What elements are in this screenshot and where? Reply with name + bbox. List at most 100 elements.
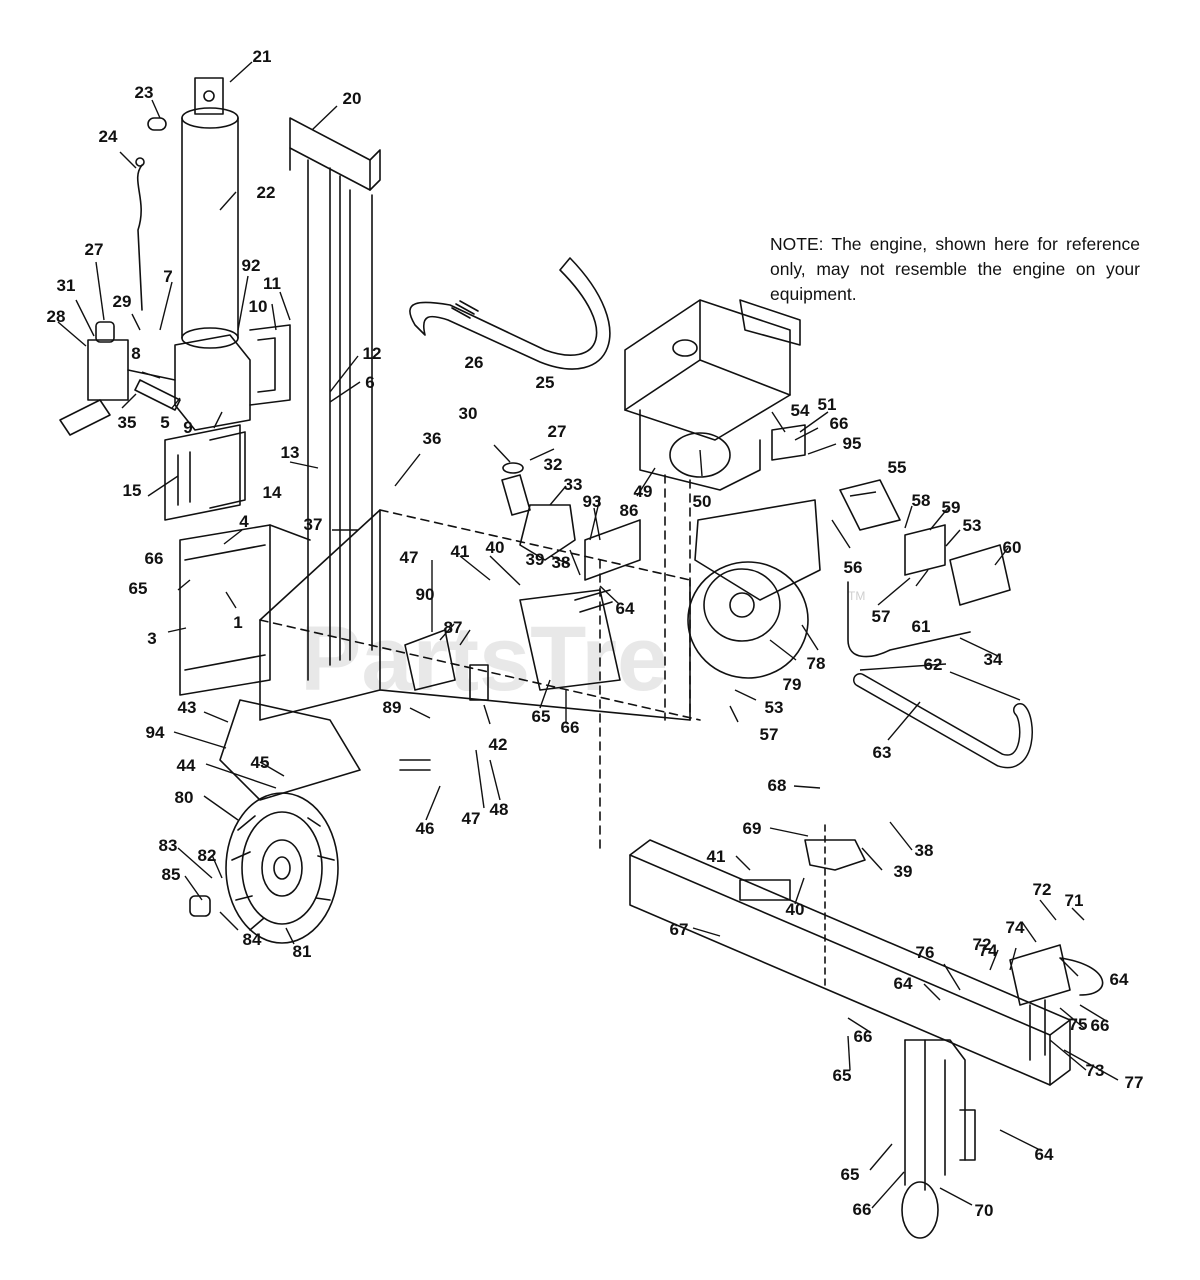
part-label-65: 65	[841, 1165, 860, 1184]
part-label-86: 86	[620, 501, 639, 520]
part-label-60: 60	[1003, 538, 1022, 557]
part-label-5: 5	[160, 413, 169, 432]
part-label-20: 20	[343, 89, 362, 108]
part-label-66: 66	[1091, 1016, 1110, 1035]
part-label-44: 44	[177, 756, 196, 775]
part-label-75: 75	[1069, 1015, 1088, 1034]
part-label-47: 47	[462, 809, 481, 828]
part-label-80: 80	[175, 788, 194, 807]
part-label-93: 93	[583, 492, 602, 511]
part-label-30: 30	[459, 404, 478, 423]
part-label-89: 89	[383, 698, 402, 717]
part-label-36: 36	[423, 429, 442, 448]
right-wheel	[687, 499, 821, 679]
part-label-3: 3	[147, 629, 156, 648]
part-label-66: 66	[853, 1200, 872, 1219]
part-label-67: 67	[670, 920, 689, 939]
part-label-28: 28	[47, 307, 66, 326]
part-label-15: 15	[123, 481, 142, 500]
part-label-27: 27	[548, 422, 567, 441]
part-label-83: 83	[159, 836, 178, 855]
part-label-74: 74	[1006, 918, 1025, 937]
part-label-81: 81	[293, 942, 312, 961]
left-wheel	[225, 792, 339, 944]
part-label-58: 58	[912, 491, 931, 510]
base-frame-outline	[259, 509, 701, 851]
part-label-55: 55	[888, 458, 907, 477]
part-label-29: 29	[113, 292, 132, 311]
watermark-tm: TM	[848, 589, 865, 603]
part-label-7: 7	[163, 267, 172, 286]
part-label-12: 12	[363, 344, 382, 363]
diagram-drawing	[59, 77, 1104, 1239]
wedge-support	[519, 589, 621, 691]
part-label-38: 38	[915, 841, 934, 860]
part-label-90: 90	[416, 585, 435, 604]
hose	[137, 164, 143, 311]
vertical-beam	[289, 117, 381, 681]
part-label-13: 13	[281, 443, 300, 462]
handle	[409, 257, 611, 370]
control-valve	[59, 321, 181, 436]
part-label-43: 43	[178, 698, 197, 717]
part-label-74: 74	[979, 941, 998, 960]
part-label-32: 32	[544, 455, 563, 474]
part-label-63: 63	[873, 743, 892, 762]
part-label-77: 77	[1125, 1073, 1144, 1092]
part-label-59: 59	[942, 498, 961, 517]
return-hose	[847, 581, 971, 658]
part-label-47: 47	[400, 548, 419, 567]
part-label-70: 70	[975, 1201, 994, 1220]
part-label-53: 53	[963, 516, 982, 535]
part-label-53: 53	[765, 698, 784, 717]
part-label-64: 64	[1035, 1145, 1054, 1164]
part-label-82: 82	[198, 846, 217, 865]
part-label-64: 64	[616, 599, 635, 618]
part-label-66: 66	[830, 414, 849, 433]
tongue-beam	[629, 839, 1071, 1086]
part-label-62: 62	[924, 655, 943, 674]
block-89	[404, 629, 456, 691]
hydraulic-pump	[771, 424, 1011, 606]
part-label-1: 1	[233, 613, 242, 632]
part-label-66: 66	[854, 1027, 873, 1046]
part-label-33: 33	[564, 475, 583, 494]
part-label-72: 72	[973, 935, 992, 954]
foot-plate	[179, 524, 311, 696]
part-label-64: 64	[1110, 970, 1129, 989]
part-label-49: 49	[634, 482, 653, 501]
part-label-26: 26	[465, 353, 484, 372]
cylinder-base-bracket	[164, 424, 246, 521]
part-label-25: 25	[536, 373, 555, 392]
part-label-92: 92	[242, 256, 261, 275]
part-label-35: 35	[118, 413, 137, 432]
part-label-11: 11	[263, 274, 281, 293]
part-label-48: 48	[490, 800, 509, 819]
cylinder-mount	[174, 324, 291, 431]
part-label-6: 6	[365, 373, 374, 392]
part-label-65: 65	[833, 1066, 852, 1085]
part-label-57: 57	[872, 607, 891, 626]
part-label-4: 4	[239, 512, 249, 531]
hub-cap	[189, 895, 211, 917]
part-label-61: 61	[912, 617, 931, 636]
part-label-78: 78	[807, 654, 826, 673]
part-label-38: 38	[552, 553, 571, 572]
part-label-8: 8	[131, 344, 140, 363]
part-label-66: 66	[561, 718, 580, 737]
part-label-41: 41	[451, 542, 470, 561]
part-label-56: 56	[844, 558, 863, 577]
part-label-71: 71	[1065, 891, 1084, 910]
part-label-37: 37	[304, 515, 323, 534]
part-label-23: 23	[135, 83, 154, 102]
part-label-94: 94	[146, 723, 165, 742]
part-label-50: 50	[693, 492, 712, 511]
part-label-65: 65	[129, 579, 148, 598]
part-label-57: 57	[760, 725, 779, 744]
part-label-46: 46	[416, 819, 435, 838]
fender	[219, 699, 361, 801]
part-label-41: 41	[707, 847, 726, 866]
part-label-40: 40	[786, 900, 805, 919]
part-label-84: 84	[243, 930, 262, 949]
